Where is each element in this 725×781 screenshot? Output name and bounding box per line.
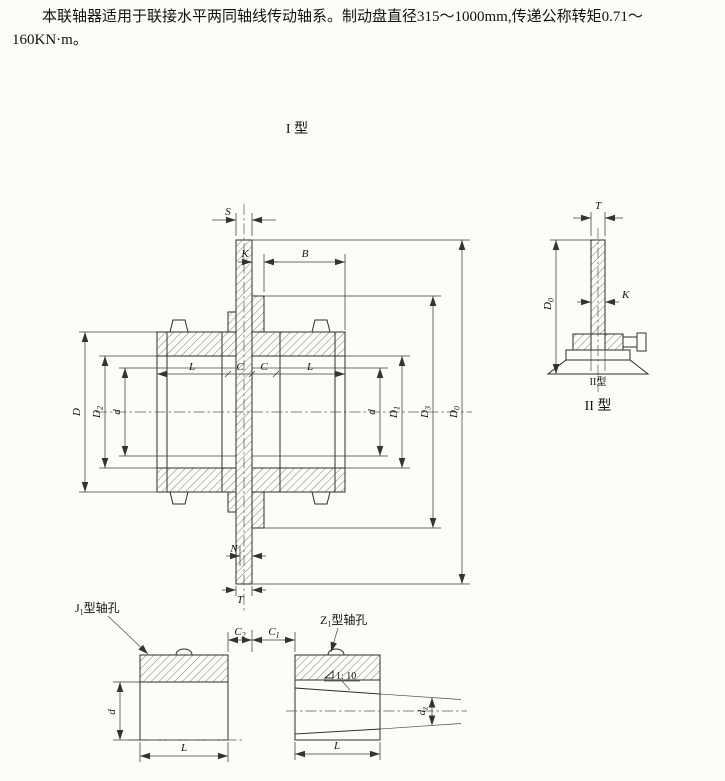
type2-dim-K-label: K — [621, 289, 630, 301]
dim-L-right-label: L — [306, 361, 313, 373]
dim-D3-label: D3 — [419, 406, 433, 419]
j1-hub-section — [139, 654, 229, 683]
z1-bore-view: dz 1: 10 L Z1型轴孔 — [286, 612, 467, 760]
dim-D2-label: D2 — [91, 406, 105, 419]
clamp-boss-bottom-right — [251, 491, 265, 529]
type2-bolt-shank — [622, 336, 638, 348]
caption-type2: II 型 — [585, 398, 612, 414]
dim-d-left-label: d — [111, 409, 123, 415]
bottom-center-dims: C2 C1 — [227, 626, 296, 652]
type2-dim-D0-label: D0 — [542, 298, 556, 311]
clamp-step-bottom-left — [227, 491, 237, 513]
z1-hub-section — [294, 654, 381, 681]
sleeve-band-top-right — [251, 331, 346, 357]
taper-symbol — [323, 669, 334, 679]
type2-clamp-left — [572, 333, 592, 351]
taper-leader-line — [324, 680, 360, 691]
dim-S-label: S — [225, 206, 231, 218]
dim-N-label: N — [229, 543, 238, 555]
main-view: S K B L C C L D D2 d d D1 — [71, 204, 472, 612]
dim-d-right-label: d — [366, 409, 378, 415]
bolt-head-top-left — [169, 319, 189, 333]
j1-bore-label: J1型轴孔 — [75, 600, 120, 617]
dim-B-label: B — [302, 248, 309, 260]
z1-bore-label: Z1型轴孔 — [320, 612, 367, 629]
dim-C2-label: C2 — [234, 626, 245, 640]
dim-C-right-label: C — [260, 361, 268, 373]
z1-key-bump — [327, 648, 345, 656]
bolt-head-bottom-right — [311, 491, 331, 505]
ext-lines-KB — [263, 254, 346, 330]
z1-taper-bore-lines — [294, 687, 381, 735]
clamp-step-top-left — [227, 311, 237, 333]
sleeve-band-bottom-right — [251, 467, 346, 493]
dim-L-left-label: L — [188, 361, 195, 373]
dim-C-left-label: C — [236, 361, 244, 373]
bolt-head-bottom-left — [169, 491, 189, 505]
j1-dim-d-label: d — [106, 709, 118, 715]
dim-K-label: K — [240, 248, 249, 260]
type2-small-label: II型 — [590, 375, 607, 388]
taper-ratio-label: 1: 10 — [336, 671, 356, 682]
j1-key-bump — [175, 648, 193, 656]
z1-dim-dz-label: dz — [416, 706, 430, 716]
hub-tooth-lines — [167, 367, 335, 457]
type2-bolt-head — [636, 332, 647, 352]
dim-D0-label: D0 — [448, 406, 462, 419]
sleeve-band-top-left — [156, 331, 237, 357]
ext-lines-right — [252, 239, 470, 585]
ext-lines-left — [79, 331, 167, 493]
dim-C1-label: C1 — [268, 626, 279, 640]
z1-leader-line — [330, 627, 339, 653]
caption-type1: I 型 — [286, 121, 308, 137]
z1-dim-L-label: L — [333, 740, 340, 752]
type2-hub-bore-lines — [590, 350, 606, 371]
intro-paragraph: 本联轴器适用于联接水平两同轴线传动轴系。制动盘直径315～1000mm,传递公称… — [12, 9, 643, 49]
dim-D1-label: D1 — [388, 406, 402, 419]
type2-clamp-right — [604, 333, 624, 351]
clamp-boss-top-right — [251, 295, 265, 333]
sleeve-band-bottom-left — [156, 467, 237, 493]
j1-bore-view: d L J1型轴孔 — [75, 600, 242, 762]
j1-leader-line — [107, 615, 149, 655]
dim-T-label: T — [237, 594, 244, 606]
type2-view: T D0 K II型 II 型 — [542, 200, 650, 414]
z1-taper-extension-lines — [379, 693, 462, 730]
dim-D-label: D — [71, 408, 83, 417]
type2-dim-T-label: T — [595, 200, 602, 212]
dim-LCCL-ticks — [224, 370, 280, 378]
j1-dim-L-label: L — [180, 742, 187, 754]
bolt-head-top-right — [311, 319, 331, 333]
